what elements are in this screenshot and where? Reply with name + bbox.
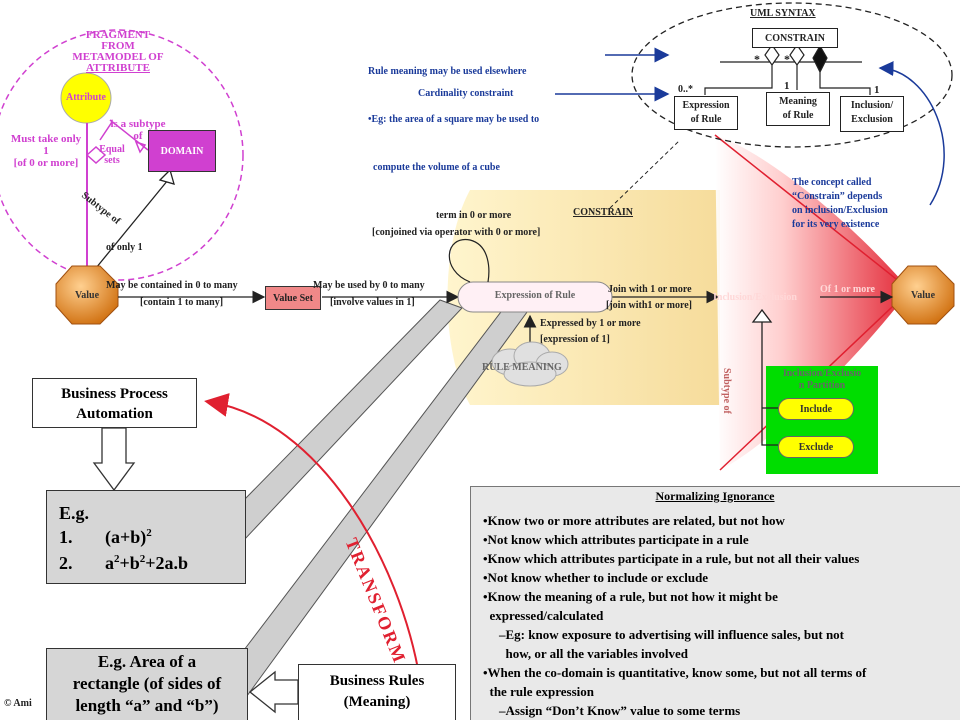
of-1-or-more-label: Of 1 or more xyxy=(820,284,875,295)
uml-constrain-box: CONSTRAIN xyxy=(752,28,838,48)
normalizing-line: •Not know which attributes participate i… xyxy=(483,532,749,547)
expression-pill xyxy=(457,281,613,313)
normalizing-line: •Know two or more attributes are related… xyxy=(483,513,785,528)
area-example-box: E.g. Area of a rectangle (of sides of le… xyxy=(46,648,248,720)
value-octagon-left xyxy=(55,265,119,325)
concept-note: The concept called “Constrain” depends o… xyxy=(792,177,888,230)
uml-meaning-box: Meaning of Rule xyxy=(766,92,830,126)
partition-title: Inclusion/Exclusio n Partition xyxy=(782,368,862,391)
expression-of-rule-label[interactable]: Expression of Rule xyxy=(494,290,576,301)
fragment-title-line: METAMODEL OF xyxy=(72,51,164,63)
item2-num: 2. xyxy=(59,553,73,573)
item1-formula: (a+b)2 xyxy=(105,527,152,547)
rule-meaning-note: Rule meaning may be used elsewhere •Eg: … xyxy=(368,66,540,173)
normalizing-line: •Know the meaning of a rule, but not how… xyxy=(483,589,778,604)
expression-of-1-label: [expression of 1] xyxy=(540,334,610,345)
term-label: term in 0 or more xyxy=(436,210,512,221)
expressed-by-label: Expressed by 1 or more xyxy=(540,318,641,329)
uml-mult-2: 1 xyxy=(784,80,790,92)
normalizing-line: •Know which attributes participate in a … xyxy=(483,551,860,566)
uml-mult-3: 1 xyxy=(874,84,880,96)
fragment-title-line: FRAGMENT xyxy=(85,29,151,41)
uml-star-2: * xyxy=(784,52,790,66)
bpa-down-arrow xyxy=(92,427,136,492)
fragment-title: FRAGMENT FROM METAMODEL OF ATTRIBUTE xyxy=(58,30,178,74)
fragment-title-line: FROM xyxy=(101,40,135,52)
uml-inclusion-box: Inclusion/ Exclusion xyxy=(840,96,904,132)
exclude-pill[interactable]: Exclude xyxy=(778,436,854,458)
value-set-box[interactable]: Value Set xyxy=(265,286,321,310)
normalizing-box: Normalizing Ignorance •Know two or more … xyxy=(470,486,960,720)
uml-star-1: * xyxy=(754,52,760,66)
normalizing-line: •Not know whether to include or exclude xyxy=(483,570,709,585)
eg-label: E.g. xyxy=(59,503,90,523)
business-rules-box: Business Rules (Meaning) xyxy=(298,664,456,720)
involve-label: [involve values in 1] xyxy=(330,297,415,308)
uml-title: UML SYNTAX xyxy=(750,8,816,19)
normalizing-line: •When the co-domain is quantitative, kno… xyxy=(483,665,867,680)
contained-label: May be contained in 0 to many xyxy=(106,280,238,291)
used-by-label: May be used by 0 to many xyxy=(313,280,425,291)
item1-num: 1. xyxy=(59,527,73,547)
include-pill[interactable]: Include xyxy=(778,398,854,420)
bpa-box: Business Process Automation xyxy=(32,378,197,428)
equal-sets-label: Equal sets xyxy=(99,144,125,166)
item2-formula: a2+b2+2a.b xyxy=(105,553,189,573)
fragment-title-line: ATTRIBUTE xyxy=(86,62,150,74)
attribute-label: Attribute xyxy=(66,92,106,103)
domain-box[interactable]: DOMAIN xyxy=(148,130,216,172)
cardinality-note: Cardinality constraint xyxy=(418,88,514,99)
value-left-label: Value xyxy=(74,290,100,301)
fragment-circle xyxy=(0,29,244,281)
rule-meaning-cloud xyxy=(491,341,569,387)
red-fan xyxy=(715,135,910,470)
br-left-arrow xyxy=(248,670,299,714)
normalizing-line: –Assign “Don’t Know” value to some terms xyxy=(499,703,741,718)
rule-meaning-label: RULE MEANING xyxy=(482,362,562,373)
is-subtype-label: is a subtype of xyxy=(110,118,166,142)
partition-subtype-label: Subtype of xyxy=(721,368,732,414)
normalizing-line: the rule expression xyxy=(483,684,594,699)
normalizing-title: Normalizing Ignorance xyxy=(655,489,775,503)
bpa-example-box: E.g. 1. (a+b)2 2. a2+b2+2a.b xyxy=(46,490,246,584)
join-with-label: Join with 1 or more xyxy=(608,284,692,295)
normalizing-line: –Eg: know exposure to advertising will i… xyxy=(499,627,845,642)
transform-arc xyxy=(204,393,421,681)
join-with1-label: [join with1 or more] xyxy=(606,300,693,311)
normalizing-line: expressed/calculated xyxy=(483,608,604,623)
of-only-1-label: of only 1 xyxy=(106,242,143,253)
contain-label: [contain 1 to many] xyxy=(140,297,224,308)
must-take-label: Must take only 1 [of 0 or more] xyxy=(10,133,82,169)
uml-mult-1: 0..* xyxy=(678,84,693,95)
uml-ellipse xyxy=(631,2,953,148)
value-right-label: Value xyxy=(910,290,936,301)
inclusion-exclusion-label[interactable]: Inclusion/Exclusion xyxy=(713,292,797,303)
conjoined-label: [conjoined via operator with 0 or more] xyxy=(372,227,541,238)
constrain-label: CONSTRAIN xyxy=(573,207,634,218)
normalizing-line: how, or all the variables involved xyxy=(499,646,689,661)
uml-expression-box: Expression of Rule xyxy=(674,96,738,130)
copyright: © Ami xyxy=(4,698,32,709)
